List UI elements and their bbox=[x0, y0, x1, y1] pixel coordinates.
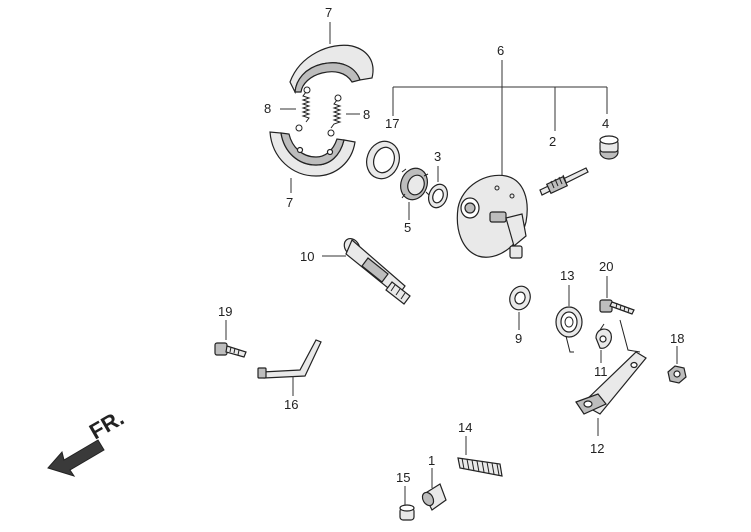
oil-seal bbox=[366, 140, 400, 180]
wear-indicator bbox=[595, 323, 612, 349]
felt-washer bbox=[509, 285, 531, 311]
label-17: 17 bbox=[385, 116, 399, 131]
label-13: 13 bbox=[560, 268, 574, 283]
label-14: 14 bbox=[458, 420, 472, 435]
speedometer-gear bbox=[400, 167, 430, 201]
rod-pin bbox=[257, 339, 322, 379]
front-direction-indicator: FR. bbox=[47, 405, 128, 477]
label-7-top: 7 bbox=[325, 5, 332, 20]
arrow-icon bbox=[47, 439, 105, 477]
label-1: 1 bbox=[428, 453, 435, 468]
label-10: 10 bbox=[300, 249, 314, 264]
brake-cam bbox=[343, 238, 411, 305]
label-3: 3 bbox=[434, 149, 441, 164]
label-9: 9 bbox=[515, 331, 522, 346]
spring-right bbox=[327, 94, 342, 137]
small-pin bbox=[399, 504, 415, 521]
label-12: 12 bbox=[590, 441, 604, 456]
brake-shoe-bottom bbox=[269, 131, 356, 177]
label-5: 5 bbox=[404, 220, 411, 235]
spring-left bbox=[295, 86, 311, 132]
label-8-left: 8 bbox=[264, 101, 271, 116]
label-8-right: 8 bbox=[363, 107, 370, 122]
cap-nut bbox=[599, 135, 619, 160]
label-19: 19 bbox=[218, 304, 232, 319]
label-20: 20 bbox=[599, 259, 613, 274]
coil-spring bbox=[457, 457, 503, 477]
label-6: 6 bbox=[497, 43, 504, 58]
label-18: 18 bbox=[670, 331, 684, 346]
label-11: 11 bbox=[594, 364, 608, 379]
label-4: 4 bbox=[602, 116, 609, 131]
bolt-left bbox=[214, 342, 247, 358]
front-label: FR. bbox=[85, 405, 128, 444]
dust-cap bbox=[421, 483, 447, 511]
label-2: 2 bbox=[549, 134, 556, 149]
speedo-shaft bbox=[539, 167, 589, 196]
brake-panel bbox=[456, 174, 528, 259]
label-16: 16 bbox=[284, 397, 298, 412]
washer-ring bbox=[427, 183, 449, 209]
brake-arm bbox=[575, 319, 647, 415]
flange-bolt bbox=[599, 299, 635, 315]
return-spring bbox=[555, 306, 583, 353]
hex-nut bbox=[667, 365, 687, 384]
label-15: 15 bbox=[396, 470, 410, 485]
label-7-bottom: 7 bbox=[286, 195, 293, 210]
brake-shoe-top bbox=[289, 44, 374, 95]
